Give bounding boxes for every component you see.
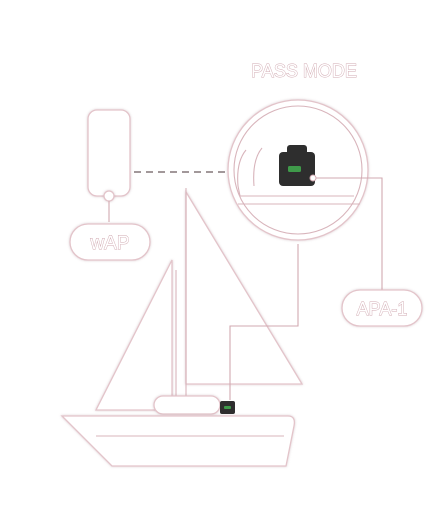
- boat-mounted-device: [220, 401, 235, 414]
- apa-connector-line: [316, 177, 383, 290]
- boat-cabin: [153, 395, 221, 415]
- apa-label-pill: APA-1: [341, 289, 423, 327]
- wap-label: wAP: [89, 233, 129, 254]
- zoom-connector-line: [229, 244, 299, 400]
- wap-device: [87, 109, 131, 222]
- diagram-title: PASS MODE: [251, 61, 357, 81]
- apa-label: APA-1: [357, 299, 408, 319]
- boat-hull: [60, 415, 296, 467]
- wap-label-pill: wAP: [69, 223, 151, 261]
- sailboat: [60, 188, 304, 467]
- zoomed-apa-device: [279, 145, 317, 186]
- jib-sail: [94, 259, 173, 411]
